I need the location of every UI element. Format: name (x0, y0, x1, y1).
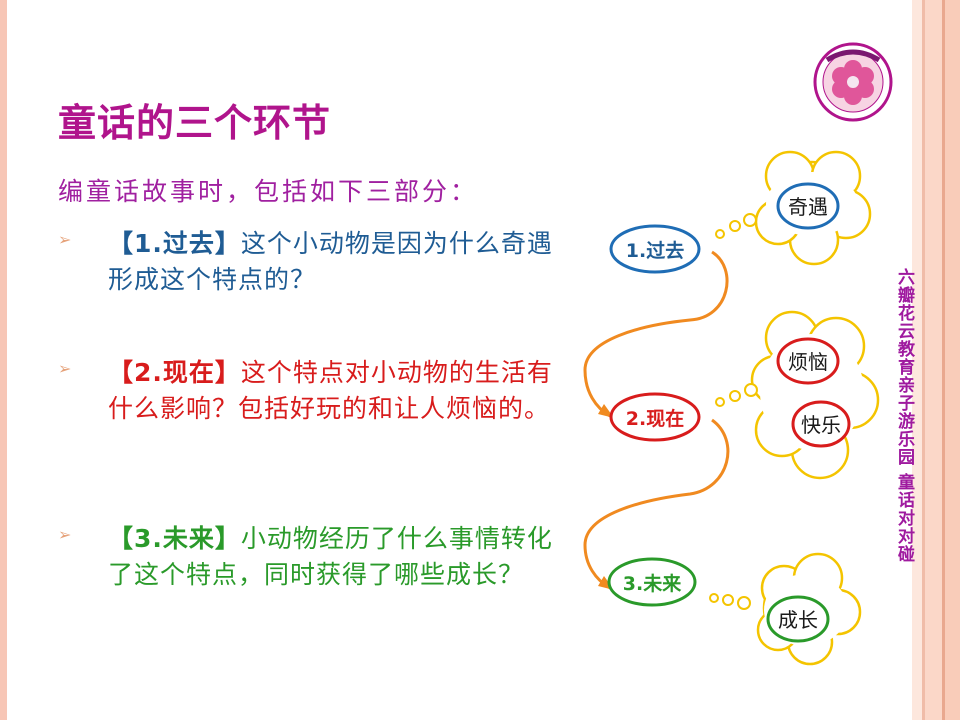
bubble-label: 快乐 (801, 413, 841, 437)
bullet-arrow-icon: ➢ (58, 359, 72, 378)
connector-present-future (583, 418, 730, 590)
bubble-label: 成长 (778, 608, 818, 632)
bullet-head: 【1.过去】 (108, 229, 241, 258)
bubble-growth (766, 595, 830, 643)
intro-text: 编童话故事时，包括如下三部分： (58, 177, 479, 206)
bullet-arrow-icon: ➢ (58, 525, 72, 544)
bullet-body: 小动物经历了什么事情转化了这个特点，同时获得了哪些成长？ (108, 524, 553, 589)
thought-dots (709, 213, 758, 610)
right-decorative-border (912, 0, 960, 720)
bubble-joy (791, 400, 851, 448)
bullet-body: 这个特点对小动物的生活有什么影响？包括好玩的和让人烦恼的。 (108, 358, 553, 423)
bullet-past: ➢ 【1.过去】这个小动物是因为什么奇遇形成这个特点的？ (58, 226, 568, 298)
node-label: 2.现在 (626, 407, 684, 430)
node-present (609, 392, 701, 442)
bubble-worry (776, 337, 840, 385)
node-label: 3.未来 (623, 572, 681, 595)
connector-past-present (583, 250, 729, 418)
side-caption: 六瓣花云教育亲子游乐园 童话对对碰 (894, 268, 914, 563)
bullet-future: ➢ 【3.未来】小动物经历了什么事情转化了这个特点，同时获得了哪些成长？ (58, 521, 568, 593)
bullet-head: 【3.未来】 (108, 524, 241, 553)
node-past (609, 224, 701, 274)
page-title: 童话的三个环节 (58, 101, 332, 145)
bullet-arrow-icon: ➢ (58, 230, 72, 249)
node-label: 1.过去 (626, 239, 684, 262)
bullet-head: 【2.现在】 (108, 358, 241, 387)
bubble-label: 奇遇 (788, 195, 828, 219)
flower-logo (813, 42, 893, 122)
bullet-body: 这个小动物是因为什么奇遇形成这个特点的？ (108, 229, 553, 294)
node-future (607, 557, 697, 607)
bubble-encounter (776, 182, 840, 230)
bubble-label: 烦恼 (788, 350, 828, 374)
left-border (0, 0, 7, 720)
bullet-present: ➢ 【2.现在】这个特点对小动物的生活有什么影响？包括好玩的和让人烦恼的。 (58, 355, 568, 427)
